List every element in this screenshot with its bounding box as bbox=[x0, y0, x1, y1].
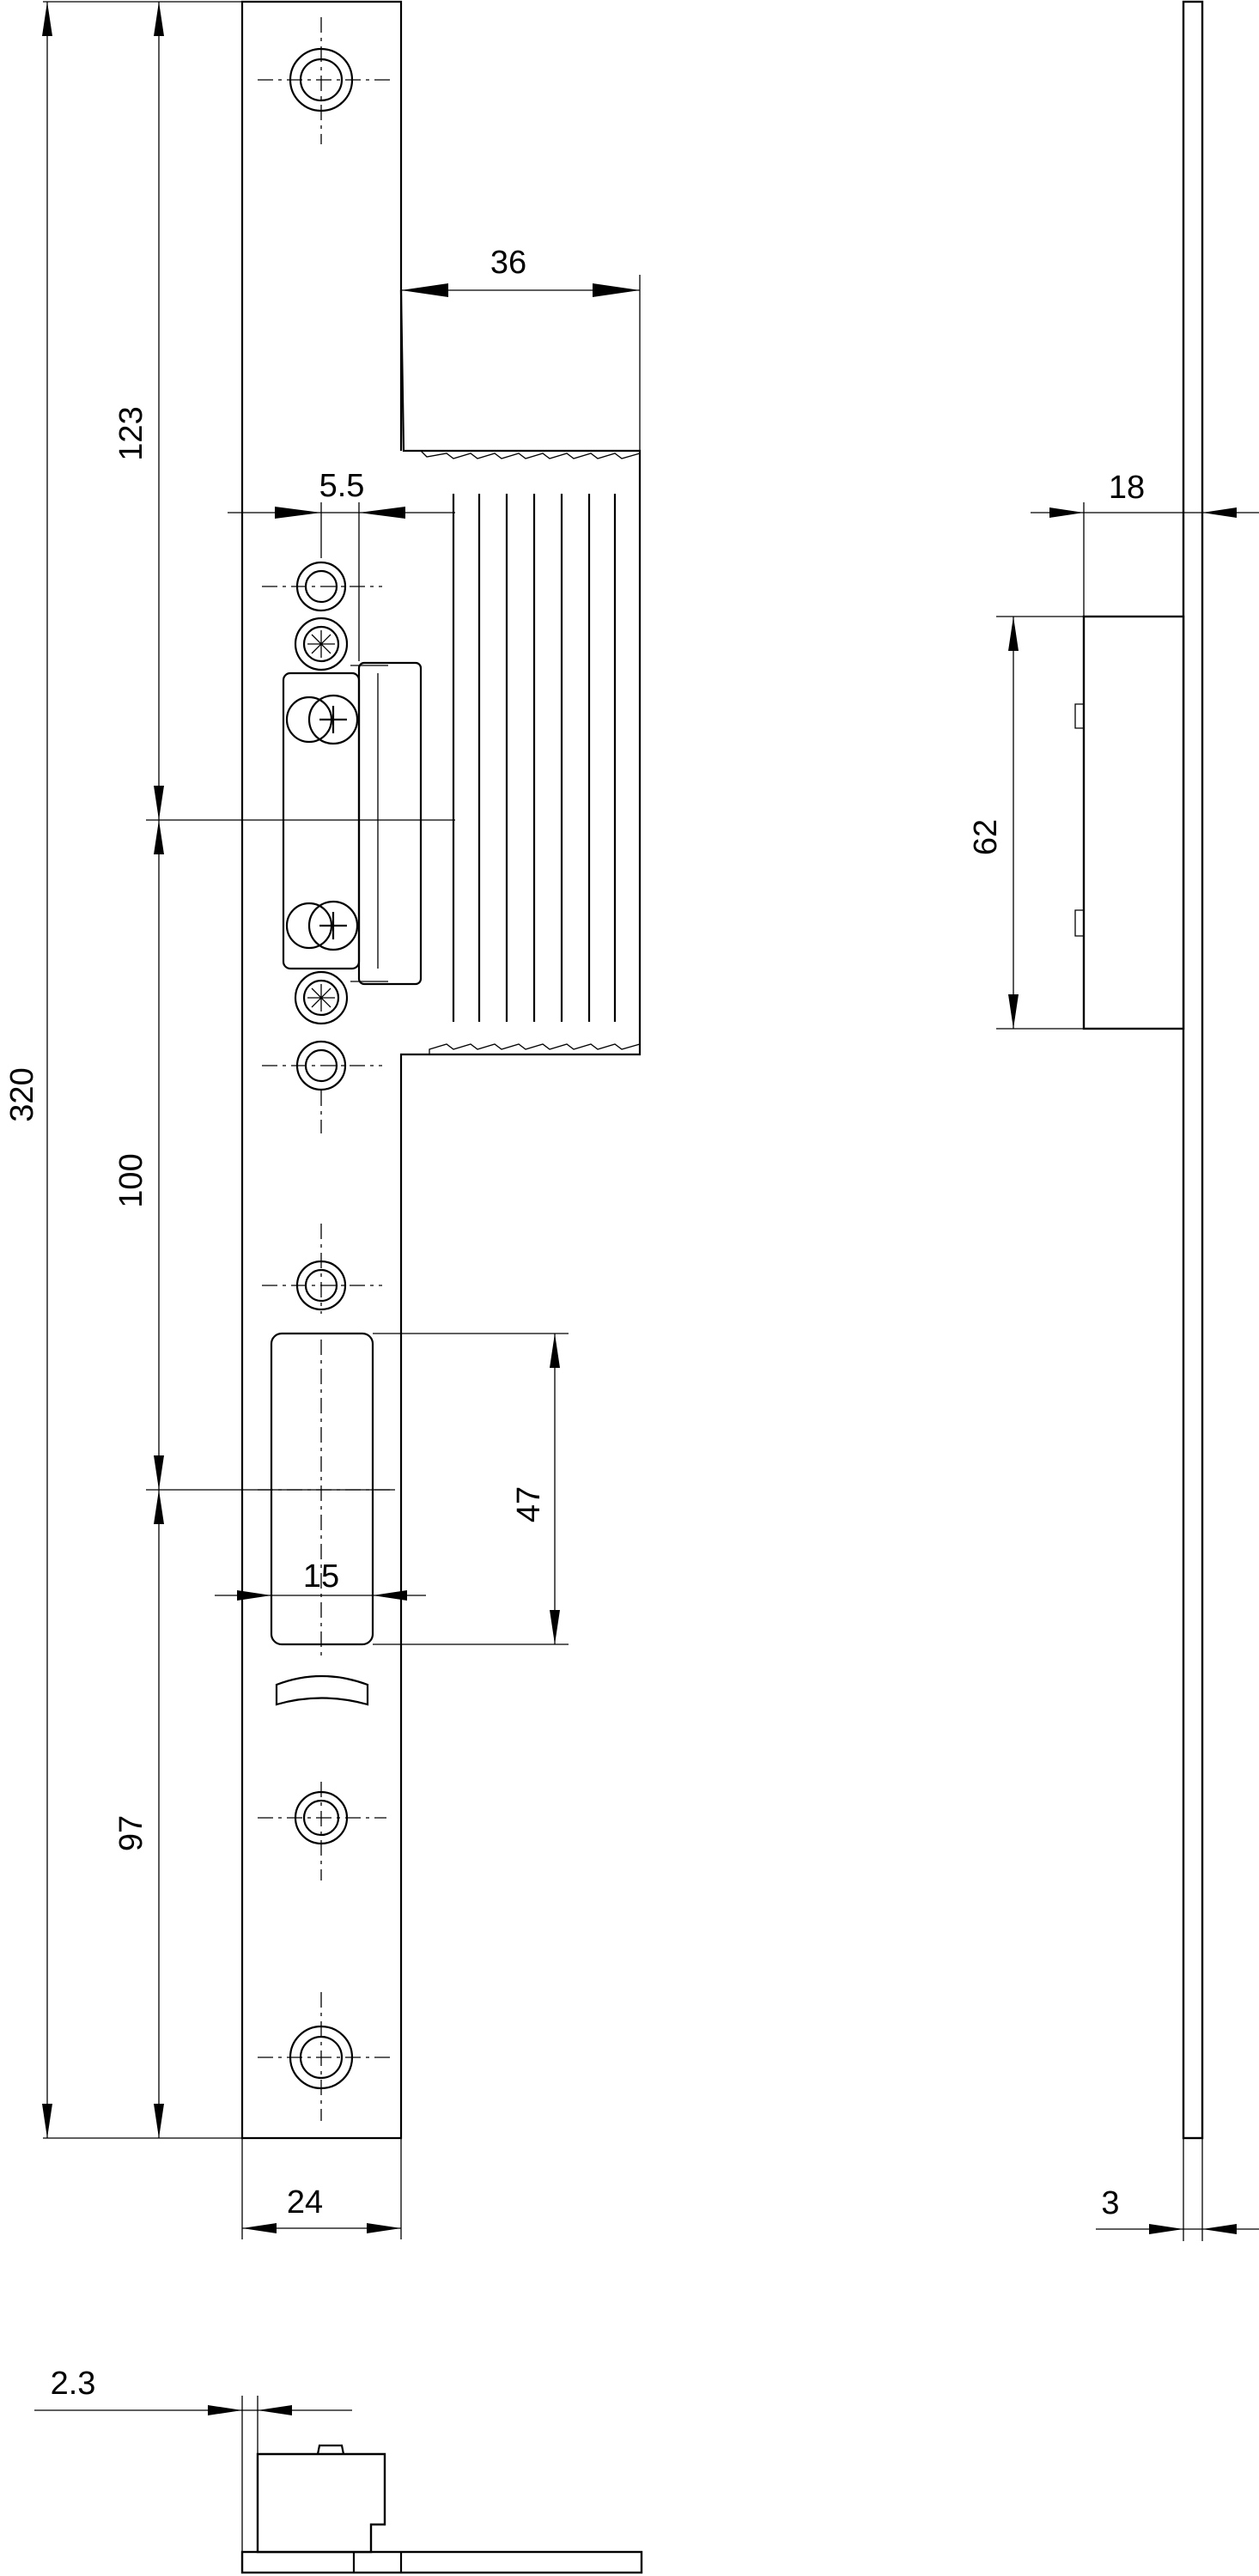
top-screw-hole bbox=[258, 17, 392, 144]
upper-small-hole bbox=[262, 561, 382, 612]
dim-total-height: 320 bbox=[4, 1067, 40, 1121]
mid-screw-hole bbox=[262, 1224, 382, 1314]
lip-serration-top bbox=[404, 450, 641, 459]
lip-serration-bottom bbox=[429, 1043, 641, 1054]
latch-slot bbox=[146, 1332, 395, 1657]
lower-star-screw bbox=[294, 970, 349, 1025]
lower-screw-hole bbox=[258, 1782, 386, 1880]
dim-box-depth: 18 bbox=[1109, 470, 1145, 506]
dimensions-bottom: 2.3 bbox=[34, 2366, 352, 2552]
dim-center-to-slot: 100 bbox=[113, 1153, 149, 1207]
dim-lip-width: 36 bbox=[490, 245, 526, 281]
bottom-view bbox=[240, 2444, 643, 2574]
bottom-screw-hole bbox=[258, 1992, 392, 2121]
latch-screw-upper bbox=[285, 694, 359, 745]
dim-plate-width: 24 bbox=[287, 2184, 323, 2221]
dimensions-side: 18 62 3 bbox=[968, 470, 1259, 2241]
latch-box bbox=[282, 661, 423, 986]
bottom-box bbox=[256, 2452, 386, 2554]
dim-slot-width: 15 bbox=[303, 1558, 339, 1595]
dim-bottom-offset: 2.3 bbox=[51, 2366, 96, 2402]
dim-slot-height: 47 bbox=[511, 1486, 547, 1522]
dim-offset: 5.5 bbox=[319, 468, 365, 504]
upper-star-screw bbox=[294, 617, 349, 671]
side-view bbox=[1074, 0, 1204, 2140]
dimensions-front: 320 123 100 97 24 36 5.5 bbox=[4, 1, 641, 2239]
dim-box-height: 62 bbox=[968, 819, 1004, 855]
lower-small-hole bbox=[262, 1040, 382, 1133]
front-view bbox=[146, 0, 642, 2140]
bottom-plate bbox=[240, 2550, 643, 2574]
lip-ribs bbox=[452, 494, 617, 1022]
curved-cutout bbox=[275, 1674, 369, 1706]
side-plate bbox=[1182, 0, 1204, 2140]
side-box bbox=[1082, 615, 1185, 1030]
dim-plate-thickness: 3 bbox=[1101, 2185, 1119, 2221]
dim-slot-to-bottom: 97 bbox=[113, 1815, 149, 1851]
dim-top-to-center: 123 bbox=[113, 406, 149, 460]
plate-outline bbox=[240, 0, 642, 2140]
latch-screw-lower bbox=[285, 900, 359, 951]
